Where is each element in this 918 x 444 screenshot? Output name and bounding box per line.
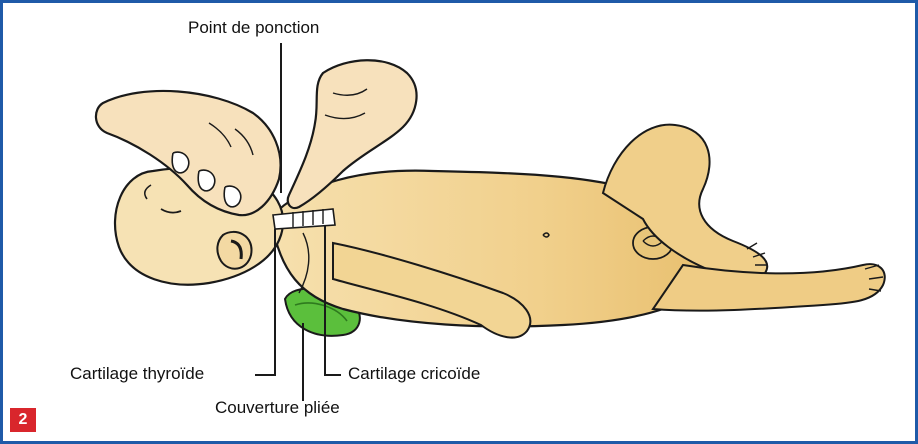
label-folded-blanket: Couverture pliée xyxy=(215,398,340,418)
figure-number-badge: 2 xyxy=(10,408,36,432)
label-thyroid-cartilage: Cartilage thyroïde xyxy=(70,364,204,384)
infant-leg-straight xyxy=(653,264,885,311)
label-cricoid-cartilage: Cartilage cricoïde xyxy=(348,364,480,384)
ear-shape xyxy=(217,232,251,269)
label-puncture-point: Point de ponction xyxy=(188,18,319,38)
